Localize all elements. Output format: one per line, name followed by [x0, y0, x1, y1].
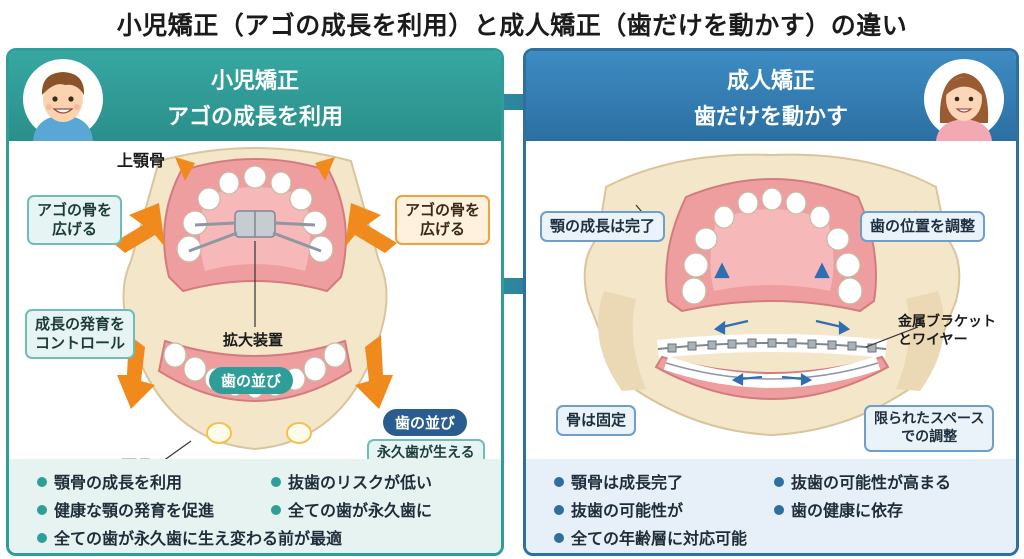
adult-illustration: 顎の成長は完了 歯の位置を調整 金属ブラケット とワイヤー 骨は固定 限られたス…: [526, 141, 1016, 459]
expand-jaw-left-callout: アゴの骨を 広げる: [27, 195, 123, 245]
middle-double-arrow-icon: [452, 266, 572, 306]
adult-subtitle: 歯だけを動かす: [693, 105, 848, 130]
list-item: 顎骨の成長を利用: [37, 469, 182, 493]
bullet-dot-icon: [554, 533, 564, 543]
bullet-dot-icon: [37, 505, 47, 515]
pediatric-title: 小児矯正: [210, 69, 299, 94]
limited-space-callout: 限られたスペース での調整: [864, 405, 995, 452]
bullet-dot-icon: [554, 477, 564, 487]
alignment-pill: 歯の並び: [209, 367, 294, 394]
top-double-arrow-icon: [450, 82, 574, 122]
bone-fixed-callout: 骨は固定: [556, 405, 637, 436]
adult-panel: 成人矯正 歯だけを動かす: [523, 48, 1019, 556]
bullet-dot-icon: [37, 533, 47, 543]
growth-control-callout: 成長の発育を コントロール: [25, 309, 136, 359]
growth-complete-callout: 顎の成長は完了: [540, 211, 666, 242]
bullet-dot-icon: [271, 505, 281, 515]
bullet-dot-icon: [271, 477, 281, 487]
bullet-dot-icon: [37, 477, 47, 487]
list-item: 全ての歯が永久歯に生え変わる前が最適: [37, 525, 342, 549]
list-item: 全ての歯が永久歯に: [271, 497, 432, 521]
pediatric-panel: 小児矯正 アゴの成長を利用: [6, 48, 504, 556]
pediatric-subtitle: アゴの成長を利用: [166, 105, 343, 130]
position-adjust-callout: 歯の位置を調整: [860, 211, 986, 242]
bullet-dot-icon: [774, 505, 784, 515]
expander-label: 拡大装置: [223, 331, 284, 349]
bullet-dot-icon: [774, 477, 784, 487]
alignment-pill-secondary: 歯の並び: [383, 409, 468, 436]
list-item: 抜歯の可能性が: [554, 497, 683, 521]
expand-jaw-right-callout: アゴの骨を 広げる: [395, 195, 491, 245]
list-item: 全ての年齢層に対応可能: [554, 525, 747, 549]
adult-title: 成人矯正: [726, 69, 815, 94]
adult-bullets: 顎骨は成長完了 抜歯の可能性が高まる 抜歯の可能性が 歯の健康に依存 全ての年齢…: [526, 459, 1016, 553]
brackets-label: 金属ブラケット とワイヤー: [898, 314, 996, 349]
woman-avatar-icon: [924, 59, 1004, 141]
list-item: 歯の健康に依存: [774, 497, 903, 521]
list-item: 顎骨は成長完了: [554, 469, 683, 493]
boy-avatar-icon: [23, 59, 103, 141]
list-item: 抜歯のリスクが低い: [271, 469, 432, 493]
bullet-dot-icon: [554, 505, 564, 515]
list-item: 抜歯の可能性が高まる: [774, 469, 951, 493]
pediatric-illustration: 上顎骨 アゴの骨を 広げる アゴの骨を 広げる 拡大装置 成長の発育を コントロ…: [9, 141, 501, 486]
list-item: 健康な顎の発育を促進: [37, 497, 214, 521]
upper-jaw-label: 上顎骨: [117, 151, 166, 170]
page-title: 小児矯正（アゴの成長を利用）と成人矯正（歯だけを動かす）の違い: [116, 11, 908, 40]
pediatric-bullets: 顎骨の成長を利用 抜歯のリスクが低い 健康な顎の発育を促進 全ての歯が永久歯に …: [9, 459, 501, 553]
